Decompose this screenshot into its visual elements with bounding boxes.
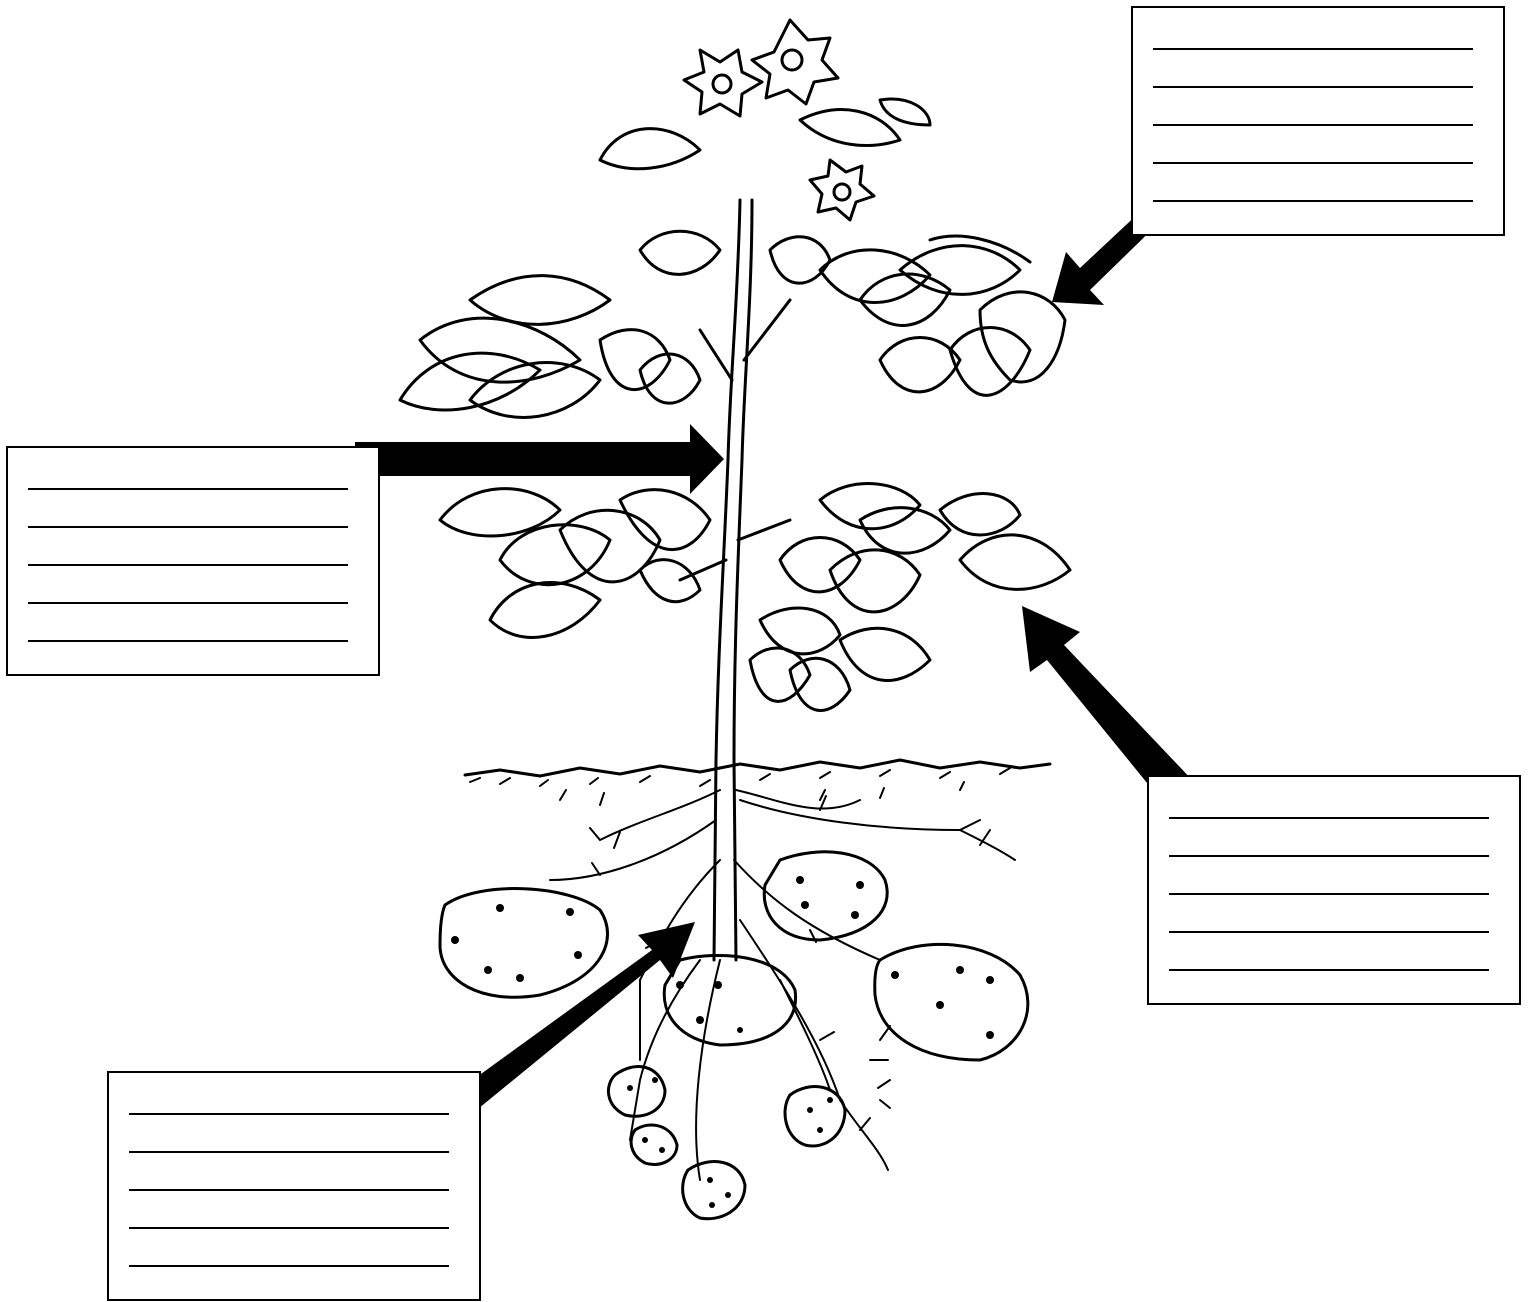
flowers — [684, 20, 874, 220]
write-line[interactable] — [129, 1151, 449, 1153]
write-line[interactable] — [1169, 817, 1489, 819]
write-line[interactable] — [1169, 893, 1489, 895]
soil-line — [465, 760, 1050, 805]
write-line[interactable] — [28, 488, 348, 490]
write-line[interactable] — [129, 1227, 449, 1229]
write-line[interactable] — [1153, 124, 1473, 126]
middle-leaves — [440, 484, 1070, 711]
write-line[interactable] — [1153, 48, 1473, 50]
write-line[interactable] — [1153, 162, 1473, 164]
write-line[interactable] — [1169, 969, 1489, 971]
write-line[interactable] — [1169, 931, 1489, 933]
tubers — [440, 852, 1028, 1219]
write-line[interactable] — [129, 1113, 449, 1115]
write-line[interactable] — [28, 564, 348, 566]
write-line[interactable] — [129, 1189, 449, 1191]
write-line[interactable] — [28, 526, 348, 528]
label-box-top-right[interactable] — [1131, 6, 1505, 236]
label-box-right[interactable] — [1147, 775, 1521, 1005]
write-line[interactable] — [1169, 855, 1489, 857]
pointer-arrows — [355, 195, 1195, 1122]
arrow-to-tuber — [445, 922, 695, 1122]
write-line[interactable] — [1153, 86, 1473, 88]
label-box-bottom-left[interactable] — [107, 1071, 481, 1301]
write-line[interactable] — [28, 640, 348, 642]
label-box-left[interactable] — [6, 446, 380, 676]
write-line[interactable] — [1153, 200, 1473, 202]
write-line[interactable] — [129, 1265, 449, 1267]
arrow-to-stem — [355, 424, 724, 494]
write-line[interactable] — [28, 602, 348, 604]
